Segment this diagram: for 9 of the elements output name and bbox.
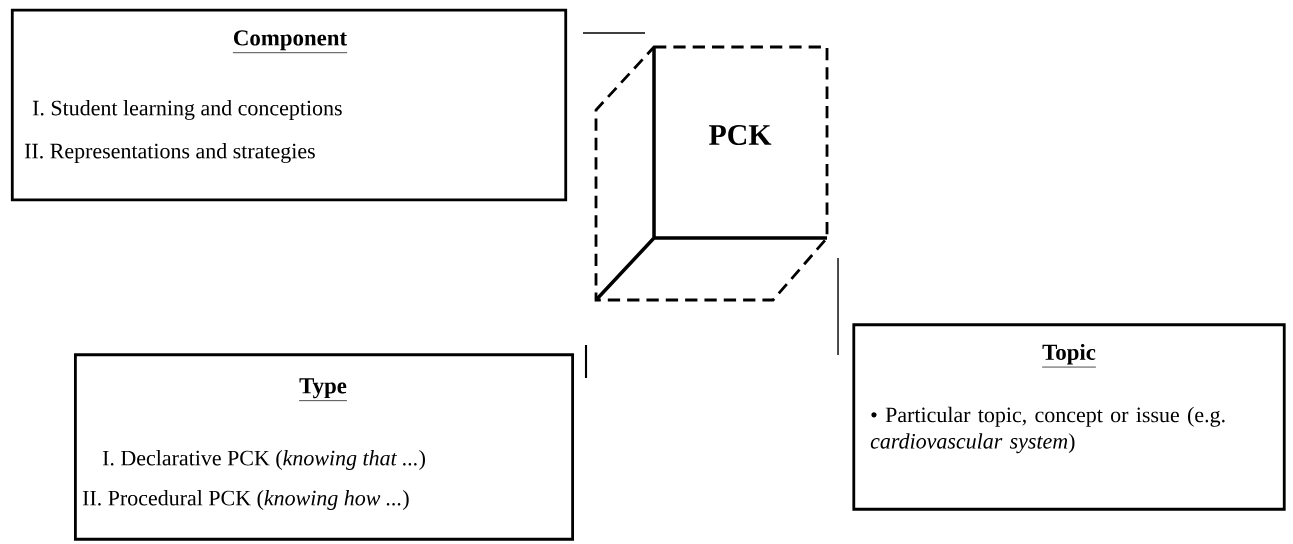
heading: Type [298,378,348,401]
list-item: I. Student learning and conceptions [32,100,342,120]
heading: Component [232,30,348,54]
cube-label: PCK [709,124,772,146]
heading: Topic [1041,343,1097,368]
list-item: I. Declarative PCK (knowing that ...) [102,450,425,470]
list-item: II. Representations and strategies [24,143,315,163]
list-item: • Particular topic, concept or issue (e.g. cardiovascular system) [870,406,1225,454]
list-item: II. Procedural PCK (knowing how ...) [82,490,409,510]
